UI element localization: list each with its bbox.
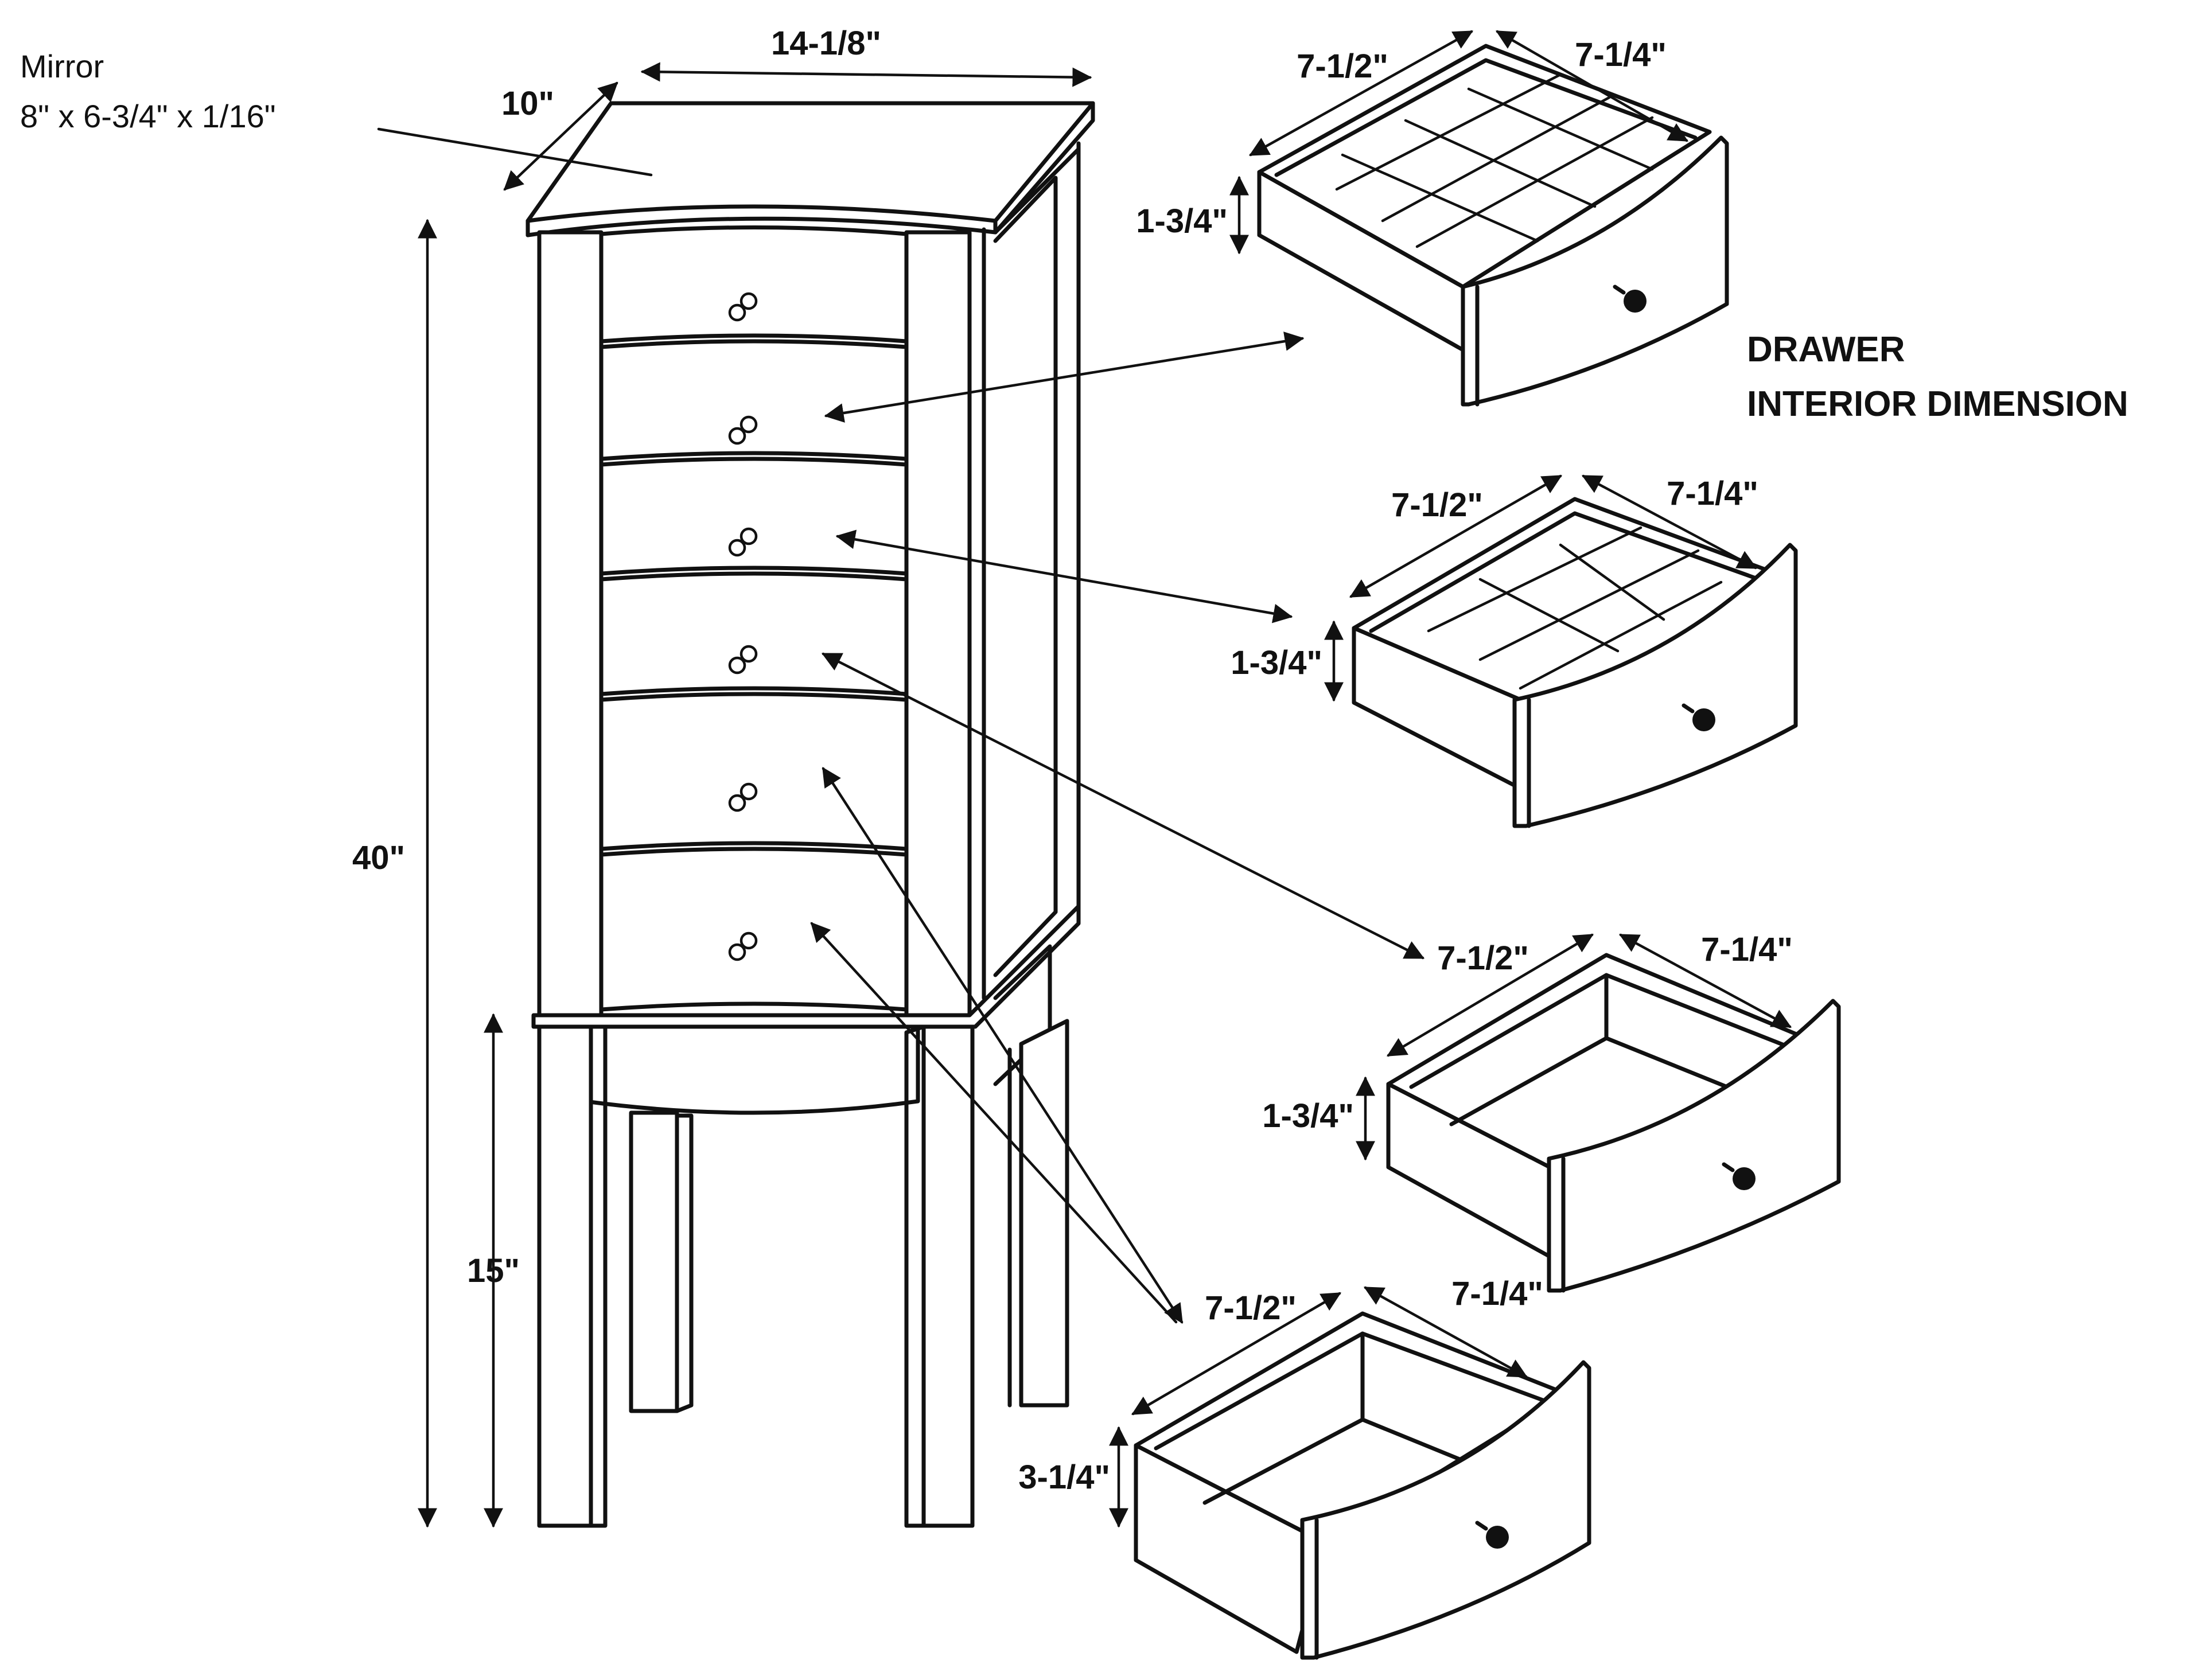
drawer-fronts: [599, 225, 909, 1012]
heading-line-1: DRAWER: [1747, 330, 1905, 369]
cabinet-drawer-front: [599, 571, 909, 696]
height-label: 40": [352, 839, 405, 876]
cabinet-drawer-front: [599, 225, 909, 344]
drawer-front-panel: [1461, 135, 1729, 407]
drawer-height-label: 1-3/4": [1136, 202, 1228, 240]
knob-icon: [1624, 290, 1647, 313]
drawer-front-panel: [1547, 999, 1841, 1293]
drawer-width-label: 7-1/2": [1297, 48, 1388, 85]
mirror-label: Mirror: [20, 48, 104, 84]
callout-arrow: [824, 332, 1305, 423]
width-dimension-arrow: [640, 62, 1092, 87]
legs: [537, 1019, 1069, 1528]
right-post: [904, 230, 972, 1018]
knob-icon: [1733, 1167, 1756, 1190]
drawer-depth-label: 7-1/4": [1701, 931, 1793, 968]
drawer-width-label: 7-1/2": [1205, 1289, 1297, 1327]
cabinet-drawer-front: [599, 457, 909, 576]
apron: [583, 1027, 920, 1115]
armoire: [526, 101, 1095, 1528]
drawer-width-label: 7-1/2": [1437, 940, 1529, 977]
drawer-depth-label: 7-1/4": [1667, 475, 1758, 512]
knob-icon: [1692, 708, 1715, 731]
drawer-depth-label: 7-1/4": [1575, 36, 1667, 73]
drawer-height-label: 1-3/4": [1262, 1097, 1354, 1135]
depth-dimension-arrow: [503, 81, 618, 191]
knob-icon: [728, 292, 758, 961]
heading-line-2: INTERIOR DIMENSION: [1747, 384, 2128, 424]
drawer-height-label: 1-3/4": [1231, 644, 1322, 681]
drawer-detail-3: 7-1/2" 7-1/4" 1-3/4": [1262, 931, 1841, 1293]
callout-arrow: [810, 922, 1178, 1324]
callout-arrow: [822, 767, 1184, 1324]
cabinet-drawer-front: [599, 339, 909, 461]
armoire-top: [526, 101, 1095, 237]
drawer-detail-4: 7-1/2" 7-1/4" 3-1/4": [1018, 1275, 1591, 1660]
callout-arrow: [835, 529, 1293, 623]
mirror-leader-line: [377, 127, 653, 177]
side-panel: [993, 147, 1081, 1000]
drawer-front-panel: [1512, 543, 1798, 828]
cabinet-drawer-front: [599, 847, 909, 1012]
width-label: 14-1/8": [771, 25, 881, 62]
leg-height-label: 15": [467, 1252, 520, 1289]
drawer-width-label: 7-1/2": [1391, 486, 1483, 524]
drawer-detail-1: 7-1/2" 7-1/4" 1-3/4": [1136, 30, 1729, 407]
mirror-note: Mirror 8" x 6-3/4" x 1/16": [20, 48, 653, 177]
callout-arrows: [810, 332, 1425, 1324]
drawer-depth-label: 7-1/4": [1451, 1275, 1543, 1312]
mirror-size: 8" x 6-3/4" x 1/16": [20, 98, 276, 134]
cabinet-dimensions: 14-1/8" 10" 40" 15": [352, 25, 1092, 1528]
drawer-front-panel: [1300, 1360, 1591, 1660]
knob-icon: [1486, 1526, 1509, 1549]
left-post: [537, 230, 604, 1018]
drawer-interior-heading: DRAWER INTERIOR DIMENSION: [1747, 330, 2128, 424]
drawer-detail-2: 7-1/2" 7-1/4" 1-3/4": [1231, 474, 1798, 828]
drawer-height-label: 3-1/4": [1018, 1459, 1110, 1496]
depth-label: 10": [501, 85, 554, 122]
